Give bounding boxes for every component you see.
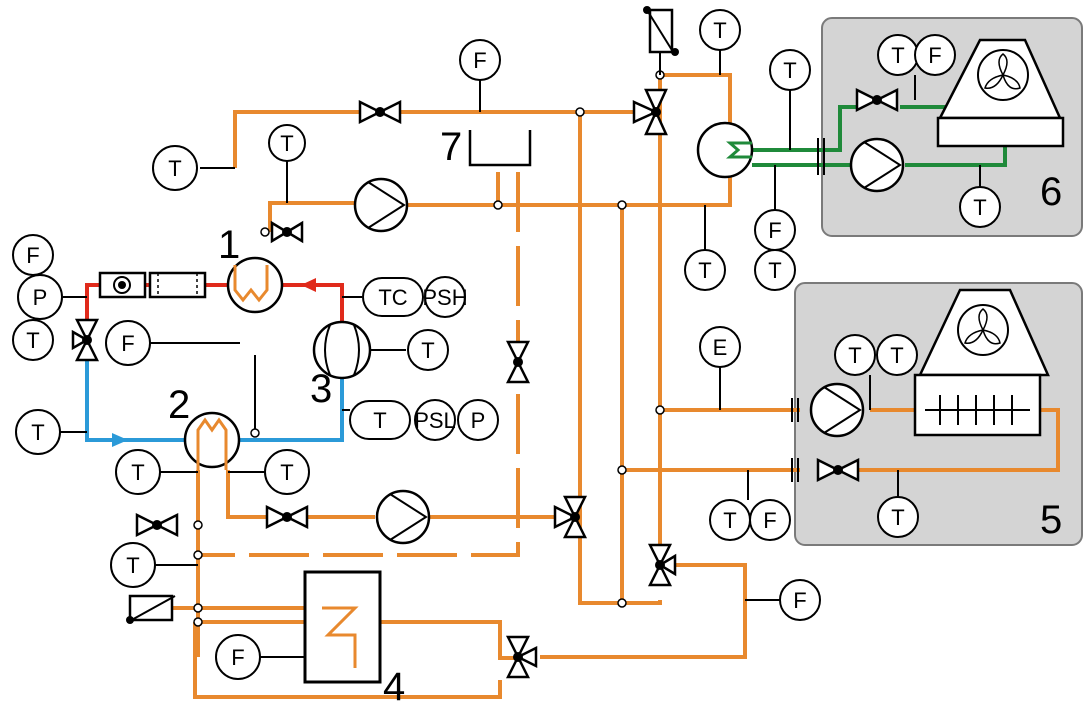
sensor-tag-label: T xyxy=(891,505,904,530)
component-number-1: 1 xyxy=(218,223,240,267)
sensor-tag-label: F xyxy=(121,331,134,356)
buffer-tank xyxy=(468,130,532,167)
sensor-tag-label: T xyxy=(421,338,434,363)
sensor-tag-label: T xyxy=(373,408,386,433)
sensor-tag-label: T xyxy=(168,156,181,181)
junction-points xyxy=(193,70,665,627)
signal-wires xyxy=(60,50,981,658)
sensor-tag: T xyxy=(834,334,876,376)
sensor-tag: F xyxy=(754,209,796,251)
pump-icon xyxy=(353,137,905,545)
three-way-valve-icon xyxy=(71,88,677,679)
sensor-tag: T xyxy=(769,49,811,91)
sensor-tag: PSH xyxy=(422,276,468,318)
heater-icon xyxy=(303,570,382,684)
sensor-tag: F xyxy=(459,39,501,81)
sensor-tag: T xyxy=(268,124,306,162)
sensor-tag: F xyxy=(779,579,821,621)
sensor-tag-label: T xyxy=(280,131,293,156)
sensor-tag-label: F xyxy=(763,508,776,533)
actuator-icon xyxy=(126,6,679,624)
sensor-tag: T xyxy=(12,319,54,361)
sensor-tag: T xyxy=(754,249,796,291)
sensor-tag-label: T xyxy=(973,195,986,220)
sensor-tag: T xyxy=(407,329,449,371)
component-number-5: 5 xyxy=(1040,498,1062,542)
sensor-tag-label: T xyxy=(768,258,781,283)
sensor-tag: P xyxy=(457,399,499,441)
sensor-tag: F xyxy=(12,234,54,276)
sensor-tag-label: F xyxy=(26,243,39,268)
sensor-tag-label: T xyxy=(280,460,293,485)
sensor-tag-label: T xyxy=(891,43,904,68)
sensor-tag: E xyxy=(699,326,741,368)
sensor-tag-label: T xyxy=(783,58,796,83)
sensor-tag-label: F xyxy=(768,218,781,243)
sensor-tag: F xyxy=(914,34,956,76)
sensor-tag-label: T xyxy=(131,460,144,485)
heat-exchanger-icon xyxy=(183,121,754,470)
sensor-tag: T xyxy=(699,9,741,51)
sensor-tag: F xyxy=(749,499,791,541)
sensor-tag: P xyxy=(17,274,63,320)
sensor-tag: T xyxy=(709,499,751,541)
sensor-tag: T xyxy=(877,34,919,76)
sensor-tag: T xyxy=(264,449,310,495)
sensor-tag-label: F xyxy=(231,645,244,670)
sensor-tag-label: T xyxy=(26,328,39,353)
sensor-tag: F xyxy=(215,634,261,680)
sensor-tag: F xyxy=(105,320,151,366)
sensor-tag: TC xyxy=(362,277,424,317)
sensor-tag-label: PSL xyxy=(414,408,456,433)
fan-icon xyxy=(977,49,1029,101)
component-number-7: 7 xyxy=(440,125,462,169)
sensor-tag-label: F xyxy=(928,43,941,68)
sensor-tag: PSL xyxy=(414,399,456,441)
sensor-tag-label: F xyxy=(473,48,486,73)
sensor-tag: T xyxy=(15,409,61,455)
sensor-tag-label: T xyxy=(723,508,736,533)
flange-icon xyxy=(791,138,825,482)
valve-icon xyxy=(135,87,899,538)
sensor-tag-label: TC xyxy=(378,285,407,310)
sensor-tag-label: T xyxy=(713,18,726,43)
sensor-tag-label: P xyxy=(471,408,486,433)
component-number-4: 4 xyxy=(383,665,405,708)
sight-glass-icon xyxy=(98,271,207,299)
sensor-tag-label: T xyxy=(848,343,861,368)
sensor-tag: T xyxy=(959,186,1001,228)
sensor-tag-label: T xyxy=(126,553,139,578)
compressor-icon xyxy=(312,320,372,380)
sensor-tag: T xyxy=(110,542,156,588)
sensor-tag-label: F xyxy=(793,588,806,613)
component-number-2: 2 xyxy=(168,383,190,427)
sensor-tag: T xyxy=(876,334,918,376)
sensor-tag: T xyxy=(877,496,919,538)
component-number-6: 6 xyxy=(1040,170,1062,214)
sensor-tag-label: E xyxy=(713,335,728,360)
sensor-tag-label: T xyxy=(698,258,711,283)
fan-icon xyxy=(957,304,1009,356)
sensor-tag: T xyxy=(684,249,726,291)
sensor-tag-label: PSH xyxy=(422,285,467,310)
sensor-tag-label: T xyxy=(31,420,44,445)
sensor-tag: T xyxy=(349,400,411,440)
dry-cooler-6 xyxy=(936,38,1065,148)
sensor-tag: T xyxy=(115,449,161,495)
dry-cooler-5 xyxy=(913,288,1050,437)
sensor-tag-label: T xyxy=(890,343,903,368)
component-number-3: 3 xyxy=(310,367,332,411)
sensor-tag: T xyxy=(152,145,198,191)
sensor-tag-label: P xyxy=(33,285,48,310)
